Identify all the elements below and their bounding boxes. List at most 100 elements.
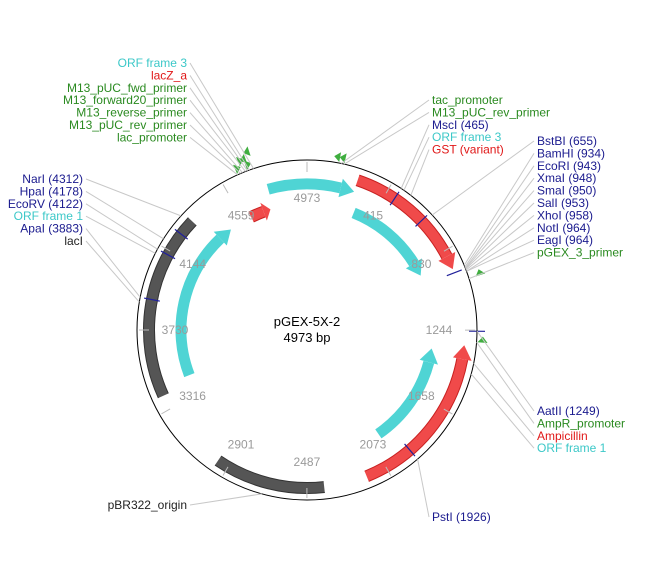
leader-line: [340, 99, 430, 164]
label-lac-promoter[interactable]: lac_promoter: [117, 130, 187, 144]
label-ampicillin[interactable]: Ampicillin: [537, 429, 588, 443]
feature-outline: [359, 174, 453, 255]
feature-outline: [143, 217, 189, 399]
feature-orf-frame-1-arrowhead: [419, 348, 438, 365]
leader-line: [466, 227, 535, 272]
label-psti-1926[interactable]: PstI (1926): [432, 510, 491, 524]
tick-label: 4559: [228, 209, 255, 223]
leader-line: [85, 178, 182, 217]
label-bamhi-934[interactable]: BamHI (934): [537, 146, 605, 160]
primer-arrow-icon[interactable]: [334, 152, 342, 163]
tick-label: 3730: [162, 323, 189, 337]
feature-outline: [364, 358, 458, 472]
feature-ampicillin-arc[interactable]: [364, 358, 468, 482]
leader-line: [85, 240, 140, 303]
leader-line: [476, 341, 535, 424]
feature-orf-frame-3-arrowhead: [405, 258, 422, 276]
tick-mark: [161, 245, 171, 252]
restriction-site-marker[interactable]: [404, 443, 416, 457]
label-nari-4312[interactable]: NarI (4312): [22, 172, 83, 186]
feature-labels[interactable]: ORF frame 3lacZ_aM13_pUC_fwd_primerM13_f…: [8, 56, 625, 524]
tick-label: 1244: [426, 323, 453, 337]
label-aatii-1249[interactable]: AatII (1249): [537, 404, 600, 418]
feature-outline: [355, 185, 443, 260]
label-smai-950[interactable]: SmaI (950): [537, 184, 596, 198]
label-gst-variant[interactable]: GST (variant): [432, 143, 504, 157]
primer-arrow-icon[interactable]: [243, 146, 251, 156]
restriction-site-marker[interactable]: [174, 228, 189, 240]
label-orf-frame-3[interactable]: ORF frame 3: [118, 56, 188, 70]
feature-laci-arc[interactable]: [143, 217, 197, 399]
label-sali-953[interactable]: SalI (953): [537, 196, 589, 210]
tick-mark: [385, 184, 392, 194]
feature-lacz-a-arrowhead: [260, 202, 271, 221]
label-m13-puc-rev-primer[interactable]: M13_pUC_rev_primer: [432, 105, 550, 119]
label-ecori-943[interactable]: EcoRI (943): [537, 159, 601, 173]
label-m13-reverse-primer[interactable]: M13_reverse_primer: [76, 106, 187, 120]
leader-line: [85, 203, 158, 250]
feature-orf-frame-3-arrowhead: [338, 178, 355, 198]
primer-arrow-icon[interactable]: [239, 154, 248, 164]
feature-outline: [368, 360, 469, 482]
restriction-site-marker[interactable]: [415, 214, 428, 227]
restriction-site-marker[interactable]: [143, 297, 160, 302]
tick-label: 2073: [360, 437, 387, 451]
label-noti-964[interactable]: NotI (964): [537, 221, 590, 235]
feature-outline: [248, 206, 262, 213]
label-m13-puc-fwd-primer[interactable]: M13_pUC_fwd_primer: [67, 81, 187, 95]
leader-line: [463, 153, 535, 266]
label-pgex-3-primer[interactable]: pGEX_3_primer: [537, 246, 623, 260]
tick-mark: [222, 466, 229, 476]
label-m13-forward20-primer[interactable]: M13_forward20_primer: [63, 93, 187, 107]
tick-label: 1658: [408, 389, 435, 403]
label-bstbi-655[interactable]: BstBI (655): [537, 134, 597, 148]
label-orf-frame-3[interactable]: ORF frame 3: [432, 130, 502, 144]
leader-line: [468, 252, 535, 280]
tick-label: 3316: [179, 389, 206, 403]
label-hpai-4178[interactable]: HpaI (4178): [20, 184, 83, 198]
leader-line: [189, 75, 250, 171]
feature-gst-variant-arrowhead: [438, 252, 456, 270]
feature-orf-frame-3-arc[interactable]: [351, 207, 419, 267]
leader-line: [403, 136, 430, 191]
feature-tracks: [143, 146, 488, 494]
feature-lacz-a-arc[interactable]: [248, 206, 266, 222]
leader-line: [189, 99, 246, 172]
leader-line: [189, 137, 238, 176]
tick-mark: [161, 408, 171, 415]
restriction-site-marker[interactable]: [389, 191, 400, 206]
leader-line: [410, 149, 430, 196]
label-orf-frame-1[interactable]: ORF frame 1: [537, 441, 607, 455]
label-lacz-a[interactable]: lacZ_a: [151, 68, 187, 82]
feature-orf-frame-1-arrowhead: [213, 229, 231, 246]
label-xmai-948[interactable]: XmaI (948): [537, 171, 596, 185]
plasmid-length: 4973 bp: [284, 330, 331, 345]
restriction-site-marker[interactable]: [446, 269, 462, 277]
feature-orf-frame-1-arc[interactable]: [175, 234, 225, 378]
label-orf-frame-1[interactable]: ORF frame 1: [14, 209, 84, 223]
label-tac-promoter[interactable]: tac_promoter: [432, 93, 503, 107]
leader-line: [85, 215, 156, 254]
label-ampr-promoter[interactable]: AmpR_promoter: [537, 416, 625, 430]
label-pbr322-origin[interactable]: pBR322_origin: [108, 498, 187, 512]
feature-orf-frame-3-arc[interactable]: [266, 178, 342, 195]
feature-gst-variant-arc[interactable]: [355, 175, 452, 260]
feature-outline: [220, 455, 324, 483]
label-apai-3883[interactable]: ApaI (3883): [20, 222, 83, 236]
leader-line: [189, 62, 255, 169]
label-ecorv-4122[interactable]: EcoRV (4122): [8, 197, 83, 211]
tick-mark: [385, 466, 392, 476]
tick-label: 2487: [294, 455, 321, 469]
label-laci[interactable]: lacI: [64, 234, 83, 248]
label-msci-465[interactable]: MscI (465): [432, 118, 489, 132]
label-xhoi-958[interactable]: XhoI (958): [537, 208, 593, 222]
plasmid-name: pGEX-5X-2: [274, 314, 340, 329]
feature-orf-frame-1-arc[interactable]: [375, 360, 435, 439]
leader-line: [465, 215, 535, 271]
label-eagi-964[interactable]: EagI (964): [537, 233, 593, 247]
leader-line: [473, 363, 535, 437]
label-m13-puc-rev-primer[interactable]: M13_pUC_rev_primer: [69, 118, 187, 132]
restriction-site-marker[interactable]: [160, 250, 176, 260]
tick-mark: [443, 408, 453, 415]
feature-pbr322-origin-arc[interactable]: [214, 455, 325, 494]
